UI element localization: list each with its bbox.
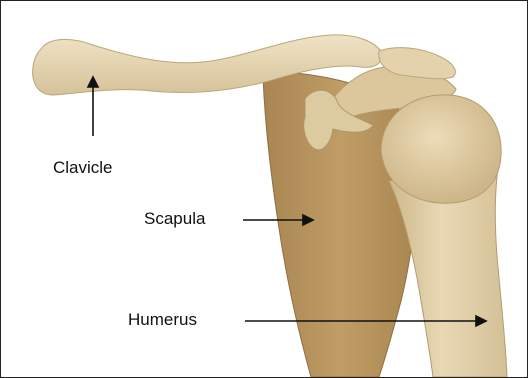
humeral-head-shape [381, 95, 501, 203]
label-scapula: Scapula [144, 209, 205, 229]
label-clavicle: Clavicle [53, 158, 113, 178]
label-humerus: Humerus [128, 310, 197, 330]
